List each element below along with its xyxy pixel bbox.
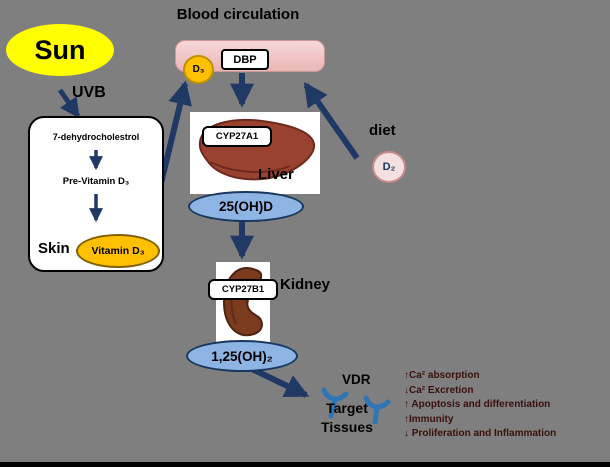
- diagram-title: Blood circulation: [176, 6, 300, 23]
- target-line2: Tissues: [321, 419, 373, 435]
- kidney-label: Kidney: [280, 276, 331, 293]
- slide-bottom-border: [0, 462, 610, 467]
- skin-internal-arrows: [89, 150, 103, 223]
- precursor-label: 7-dehydrocholestrol: [52, 132, 140, 142]
- skin-label: Skin: [38, 240, 70, 257]
- effects-list: ↑Ca² absorption ↓Ca² Excretion ↑ Apoptos…: [404, 369, 556, 442]
- cyp27a1-box: CYP27A1: [202, 126, 272, 147]
- liver-image: [190, 112, 320, 194]
- vdr-label: VDR: [342, 372, 371, 387]
- uvb-label: UVB: [72, 84, 106, 101]
- kidney-image: [216, 262, 270, 342]
- diet-label: diet: [369, 122, 396, 139]
- liver-shape: [198, 118, 316, 181]
- cyp27b1-box: CYP27B1: [208, 279, 278, 300]
- skin-box: 7-dehydrocholestrol Pre-Vitamin D₃ Skin …: [28, 116, 164, 272]
- effect-item: ↓Ca² Excretion: [404, 384, 474, 396]
- effect-item: ↑Ca² absorption: [404, 370, 480, 381]
- kidney-shape: [222, 267, 263, 337]
- 125ohd-ellipse: 1,25(OH)₂: [186, 340, 298, 372]
- dbp-box: DBP: [221, 49, 269, 70]
- liver-label: Liver: [258, 166, 294, 183]
- 25ohd-ellipse: 25(OH)D: [188, 191, 304, 222]
- target-line1: Target: [326, 400, 368, 416]
- target-tissues-label: Target Tissues: [308, 399, 386, 437]
- vitamin-d3-ellipse: Vitamin D₃: [76, 234, 160, 268]
- d2-circle: D₂: [372, 151, 406, 183]
- effect-item: ↑Immunity: [404, 413, 454, 425]
- effect-item: ↓ Proliferation and Inflammation: [404, 428, 557, 439]
- vdr-receptor-icon: [321, 387, 391, 424]
- arrow-125ohd-to-target: [248, 365, 310, 398]
- d3-circle: D₃: [183, 55, 214, 84]
- previtamin-label: Pre-Vitamin D₃: [62, 176, 130, 187]
- effect-item: ↑ Apoptosis and differentiation: [404, 399, 551, 410]
- sun-label: Sun: [34, 34, 86, 65]
- sun-shape: Sun: [6, 24, 114, 76]
